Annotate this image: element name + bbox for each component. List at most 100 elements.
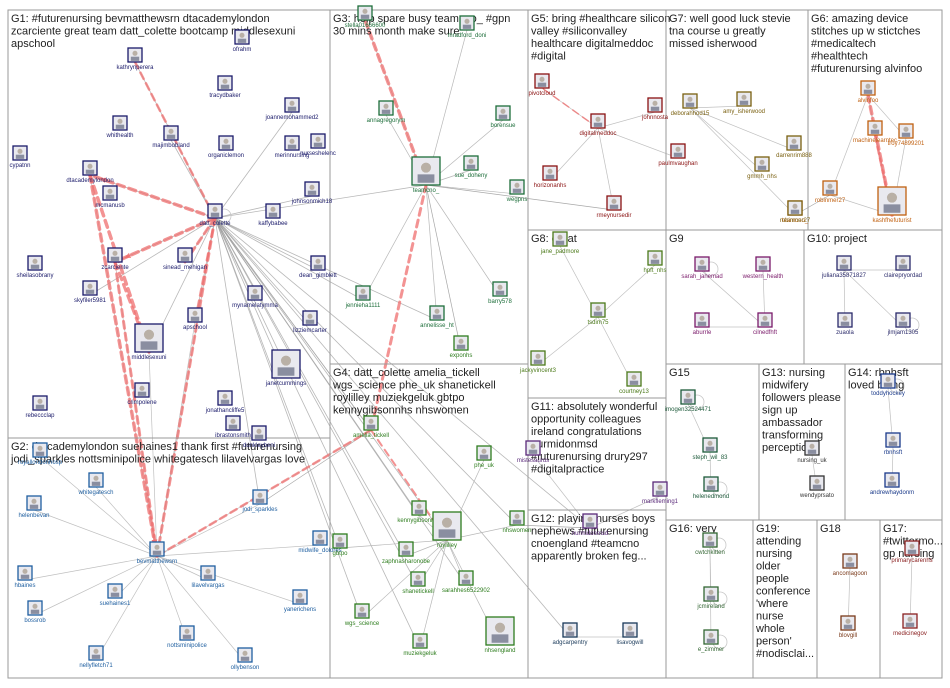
node-avatar-body <box>220 84 230 89</box>
node-avatar-body <box>220 399 230 404</box>
node-avatar-body <box>629 380 639 385</box>
node-avatar-body <box>20 574 30 579</box>
node-label: wendyprsato <box>799 493 835 499</box>
group-border <box>752 519 818 679</box>
node: e_zimmer <box>698 629 724 653</box>
node-avatar-body <box>888 441 898 446</box>
node-avatar-body <box>413 580 423 585</box>
node: wendyprsato <box>799 475 835 499</box>
node-avatar-body <box>825 189 835 194</box>
node: organiclemon <box>208 135 244 159</box>
edge <box>419 539 448 649</box>
node-avatar-head <box>657 484 663 490</box>
node-avatar-head <box>362 8 368 14</box>
node-avatar-head <box>184 628 190 634</box>
node-label: primarycarenhs <box>891 558 932 564</box>
node-label: whithealth <box>105 133 133 139</box>
edge <box>843 269 904 328</box>
group-title-line: ambassador <box>762 417 823 429</box>
node-label: jodi_sparkles <box>241 507 277 513</box>
node: wegpns <box>506 179 527 203</box>
node: aburrle <box>693 312 712 336</box>
node-avatar-head <box>458 338 464 344</box>
group-title-line: G2: dtacademylondon suehaines1 thank fir… <box>11 441 302 453</box>
node-label: bossrob <box>24 618 46 624</box>
edge <box>214 217 419 587</box>
node: dunkleybeni <box>243 425 275 449</box>
node-avatar-head <box>885 376 891 382</box>
node-label: mcmanusb <box>95 203 125 209</box>
node-label: paulmvaughan <box>658 161 697 167</box>
node-label: teamcno_ <box>413 188 440 194</box>
edge <box>689 107 796 216</box>
node-avatar-head <box>760 259 766 265</box>
node-label: lisavogwill <box>616 640 643 646</box>
node-label: clairepryordad <box>884 273 922 279</box>
node-label: juliana35871827 <box>821 273 867 279</box>
node-avatar-head <box>37 445 43 451</box>
node-avatar-body <box>91 654 101 659</box>
node-avatar-body <box>555 240 565 245</box>
node: nhswomen <box>502 510 532 534</box>
node: merinnursing <box>275 135 309 159</box>
node-avatar-body <box>625 631 635 636</box>
node: gbtpo <box>332 533 348 557</box>
group-title-line: midwifery <box>762 380 809 392</box>
edge <box>689 105 745 109</box>
group-title-line: sign up <box>762 405 797 417</box>
node-avatar-body <box>401 550 411 555</box>
node-avatar-head <box>222 78 228 84</box>
node-avatar-head <box>280 355 292 366</box>
node: lizziemcarter <box>293 310 327 334</box>
node: hpft_nhs <box>643 250 667 274</box>
edge <box>156 555 301 605</box>
node-avatar-head <box>117 118 123 124</box>
edge <box>214 217 341 549</box>
node-label: lizziemcarter <box>293 328 327 334</box>
node-avatar-body <box>432 314 442 319</box>
node-label: nhsengland <box>484 648 515 654</box>
node-avatar-body <box>593 122 603 127</box>
node: bossrob <box>24 600 46 624</box>
node-avatar-body <box>491 634 509 643</box>
node-label: horizonanhs <box>534 183 567 189</box>
node-label: steph_wil_83 <box>692 455 728 461</box>
node-avatar-body <box>35 451 45 456</box>
node-label: toddyhockey <box>871 391 905 397</box>
node-avatar-head <box>22 568 28 574</box>
group-title-line: G14: rbnhsft <box>848 367 909 379</box>
group-title-line: loved being <box>848 380 904 392</box>
node-avatar-body <box>883 382 893 387</box>
node: nursing_uk <box>797 440 828 464</box>
node: yanerichens <box>284 589 316 613</box>
node-label: wgs_science <box>344 621 380 627</box>
node-avatar-head <box>132 50 138 56</box>
node-avatar-head <box>741 94 747 100</box>
node: rbnhsft <box>884 432 903 456</box>
group-panel-g9: G9 <box>665 229 805 365</box>
node-label: helenbevan <box>18 513 49 519</box>
node-label: blovgill <box>839 633 857 639</box>
group-title-line: #nodisclai... <box>756 648 814 660</box>
node-label: johnnosta <box>641 115 669 121</box>
edge <box>597 111 656 129</box>
node-avatar-body <box>456 344 466 349</box>
node-avatar-head <box>841 258 847 264</box>
node-avatar-body <box>462 24 472 29</box>
edge <box>34 555 158 616</box>
node: paulmvaughan <box>658 143 698 167</box>
node: jackyvincent3 <box>519 350 557 374</box>
node-label: jane_padmore <box>540 249 580 255</box>
group-border <box>7 437 331 679</box>
node-avatar-body <box>495 290 505 295</box>
group-title-line: cnoengland #teamcno <box>531 538 639 550</box>
node-avatar-body <box>461 579 471 584</box>
node: helenedmond <box>693 476 729 500</box>
node: ibrastonsmith <box>215 415 251 439</box>
node-avatar-head <box>230 418 236 424</box>
node-avatar-body <box>673 152 683 157</box>
node-avatar-body <box>15 154 25 159</box>
group-title-line: apschool <box>11 38 55 50</box>
